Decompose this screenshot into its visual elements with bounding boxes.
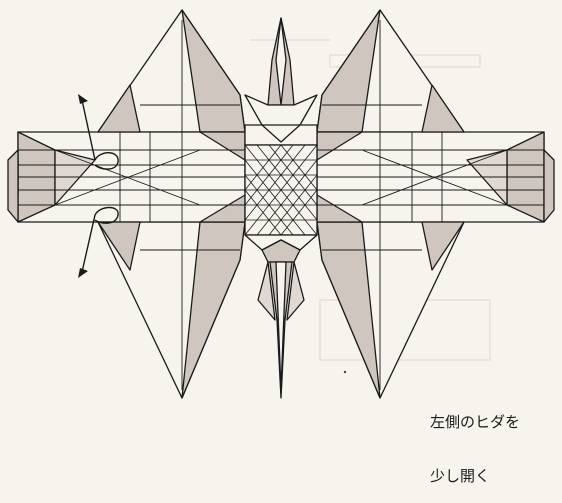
dot-mark xyxy=(344,371,346,373)
left-wing xyxy=(8,10,245,398)
right-wing xyxy=(317,10,554,398)
instruction-text: 左側のヒダを 少し開く xyxy=(430,377,520,503)
origami-diagram xyxy=(0,0,562,420)
center-body xyxy=(245,18,317,398)
instruction-line-1: 左側のヒダを xyxy=(430,413,520,431)
instruction-line-2: 少し開く xyxy=(430,467,520,485)
